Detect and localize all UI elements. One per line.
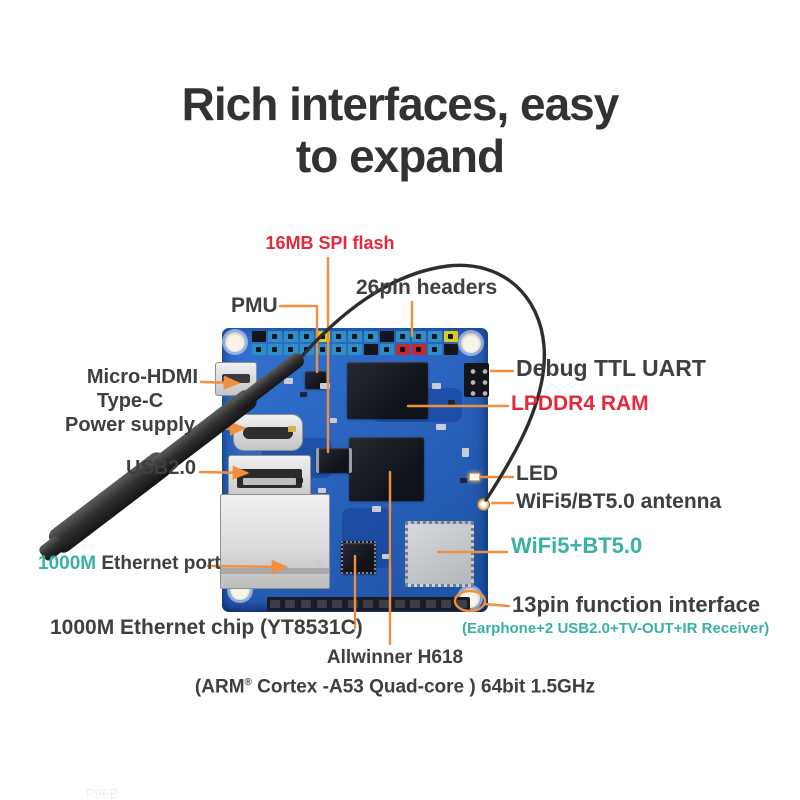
mounting-hole-top-right <box>461 333 481 353</box>
gpio-pin <box>268 344 282 355</box>
ethernet-port <box>220 494 330 589</box>
spi-flash-chip <box>316 448 352 473</box>
smd-component <box>382 554 390 559</box>
page-title: Rich interfaces, easy to expand <box>0 78 800 182</box>
smd-component <box>288 426 296 432</box>
gpio-pin <box>428 331 442 342</box>
lpddr4-ram-chip <box>347 362 428 419</box>
smd-component <box>448 400 455 405</box>
gpio-pin <box>268 331 282 342</box>
gpio-pin <box>332 331 346 342</box>
gpio-pin <box>332 344 346 355</box>
label-pmu: PMU <box>231 294 278 317</box>
smd-component <box>436 424 446 430</box>
registered-trademark-icon: ® <box>244 677 252 688</box>
gpio-pin <box>428 344 442 355</box>
pcb-board <box>215 328 490 612</box>
label-lpddr4-ram: LPDDR4 RAM <box>511 392 649 415</box>
function-header-pin <box>347 600 358 608</box>
smd-component <box>314 560 322 566</box>
gpio-pin <box>348 344 362 355</box>
gpio-pin <box>380 331 394 342</box>
gpio-pin <box>252 344 266 355</box>
title-line-1: Rich interfaces, easy <box>181 78 620 130</box>
usb-c-power-port <box>233 414 303 451</box>
function-header-pin <box>378 600 389 608</box>
mounting-hole-top-left <box>225 332 245 352</box>
watermark: P9FB <box>86 786 119 800</box>
gpio-pin <box>412 331 426 342</box>
gpio-pin <box>316 331 330 342</box>
function-header-pin <box>456 600 467 608</box>
gpio-pin <box>300 344 314 355</box>
label-ethernet-chip: 1000M Ethernet chip (YT8531C) <box>50 616 363 639</box>
status-led <box>469 473 480 481</box>
gpio-pin <box>380 344 394 355</box>
wifi-module <box>405 521 474 587</box>
gpio-pin <box>300 331 314 342</box>
gpio-pin <box>348 331 362 342</box>
gpio-pin <box>412 344 426 355</box>
label-26pin-headers: 26pin headers <box>356 276 498 299</box>
gpio-pin <box>316 344 330 355</box>
gpio-pin <box>364 344 378 355</box>
label-spi-flash: 16MB SPI flash <box>265 233 395 253</box>
gpio-pin <box>252 331 266 342</box>
function-13pin-header <box>267 597 470 611</box>
label-soc-detail-suffix: Cortex -A53 Quad-core ) 64bit 1.5GHz <box>251 676 596 698</box>
gpio-pin <box>396 344 410 355</box>
label-soc-detail: (ARM® Cortex -A53 Quad-core ) 64bit 1.5G… <box>185 670 605 699</box>
function-header-pin <box>332 600 343 608</box>
function-header-pin <box>410 600 421 608</box>
gpio-header-row-top <box>252 331 460 342</box>
smd-component <box>462 448 469 457</box>
title-line-2: to expand <box>295 130 505 182</box>
label-soc-name: Allwinner H618 <box>326 647 464 668</box>
label-13pin-interface-detail: (Earphone+2 USB2.0+TV-OUT+IR Receiver) <box>462 620 770 637</box>
function-header-pin <box>425 600 436 608</box>
label-micro-hdmi: Micro-HDMI <box>86 366 198 388</box>
smd-component <box>372 506 381 512</box>
smd-component <box>320 383 330 389</box>
label-ethernet-port-rest: Ethernet port <box>96 553 221 574</box>
label-ethernet-port: 1000M Ethernet port <box>38 553 221 575</box>
label-soc-detail-prefix: (ARM <box>194 676 245 698</box>
gpio-pin <box>444 331 458 342</box>
function-header-pin <box>363 600 374 608</box>
smd-component <box>296 478 303 483</box>
smd-component <box>318 488 326 493</box>
gpio-pin <box>284 331 298 342</box>
label-type-c: Type-C <box>96 390 164 412</box>
antenna-connector <box>477 498 490 511</box>
function-header-pin <box>394 600 405 608</box>
gpio-26pin-header <box>252 331 460 357</box>
smd-component <box>432 383 441 389</box>
ethernet-phy-chip <box>341 541 376 574</box>
debug-uart-header <box>464 363 489 397</box>
label-led: LED <box>516 462 558 485</box>
smd-component <box>330 418 337 423</box>
label-debug-uart: Debug TTL UART <box>516 355 706 381</box>
label-wifi-bt: WiFi5+BT5.0 <box>511 533 643 558</box>
gpio-header-row-bottom <box>252 344 460 355</box>
function-header-pin <box>300 600 311 608</box>
h618-soc-chip <box>349 437 424 501</box>
gpio-pin <box>364 331 378 342</box>
label-ethernet-port-speed: 1000M <box>38 553 97 574</box>
label-wifi-antenna: WiFi5/BT5.0 antenna <box>516 490 722 513</box>
function-header-pin <box>285 600 296 608</box>
smd-component <box>300 392 307 397</box>
label-type-c-power-supply: Type-C Power supply <box>60 389 200 437</box>
smd-component <box>460 478 467 483</box>
label-13pin-interface: 13pin function interface <box>512 592 761 617</box>
label-usb2: USB2.0 <box>126 457 197 479</box>
function-header-pin <box>316 600 327 608</box>
smd-component <box>284 378 293 384</box>
gpio-pin <box>444 344 458 355</box>
function-header-pin <box>269 600 280 608</box>
function-header-pin <box>441 600 452 608</box>
gpio-pin <box>396 331 410 342</box>
label-soc: Allwinner H618 (ARM® Cortex -A53 Quad-co… <box>185 645 605 699</box>
label-power-supply: Power supply <box>64 414 196 436</box>
